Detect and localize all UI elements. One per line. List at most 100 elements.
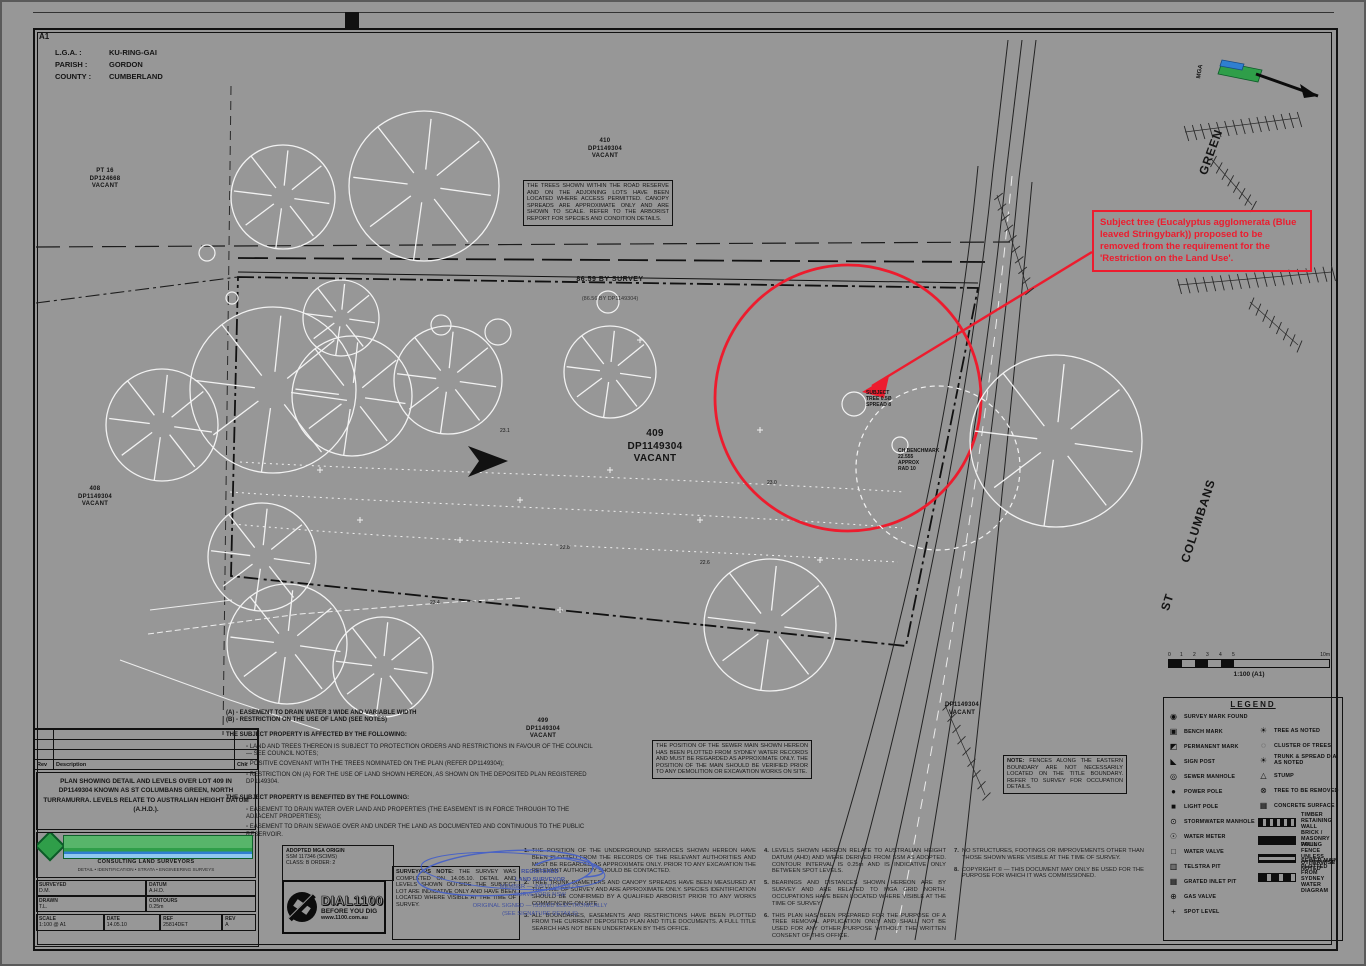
- note-box-sewer: THE POSITION OF THE SEWER MAIN SHOWN HER…: [652, 740, 812, 779]
- dial-line3: www.1100.com.au: [321, 915, 368, 921]
- notes-column-2: 4.LEVELS SHOWN HEREON RELATE TO AUSTRALI…: [764, 848, 946, 945]
- note-box-fences-title: NOTE:: [1007, 758, 1025, 764]
- parish-label: PARISH :: [55, 60, 88, 69]
- bench-mark-icon: ▣: [1169, 726, 1178, 736]
- county-value: CUMBERLAND: [109, 72, 163, 81]
- scale-bar: 0 1 2 3 4 5 10m 1:100 (A1): [1168, 652, 1330, 678]
- spot-level-icon: +: [1171, 906, 1176, 916]
- concrete-icon: ▦: [1259, 800, 1268, 810]
- easement-a: (A) - EASEMENT TO DRAIN WATER 3 WIDE AND…: [226, 710, 417, 716]
- gas-valve-icon: ⊕: [1170, 891, 1177, 901]
- legend-item: ◌CLUSTER OF TREES: [1258, 738, 1339, 753]
- sign-post-icon: ◣: [1170, 756, 1177, 766]
- company-logo: [37, 833, 66, 862]
- plan-header-block: L.G.A. : KU-RING-GAI PARISH : GORDON COUNT…: [55, 48, 163, 81]
- parish-value: GORDON: [109, 60, 143, 69]
- spot-level: 23.1: [500, 428, 510, 434]
- affected-item: ▫ POSITIVE COVENANT WITH THE TREES NOMIN…: [246, 761, 504, 768]
- dial-line2: BEFORE YOU DIG: [321, 908, 378, 915]
- rev-header-desc: Description: [53, 759, 235, 770]
- note-item: 8.COPYRIGHT © — THIS DOCUMENT MAY ONLY B…: [954, 866, 1144, 880]
- affected-item: ▫ LAND AND TREES THEREON IS SUBJECT TO P…: [246, 744, 593, 758]
- dial-line1: DIAL1100: [321, 893, 384, 909]
- no-dig-icon: [287, 892, 317, 922]
- scale-bar-graphic: [1168, 659, 1330, 668]
- legend-item: +SPOT LEVEL: [1168, 904, 1254, 919]
- stormwater-manhole-icon: ⊙: [1170, 816, 1177, 826]
- benefited-item: ▫ EASEMENT TO DRAIN WATER OVER LAND AND …: [246, 806, 570, 821]
- spot-level: 22.6: [700, 560, 710, 566]
- stamp-line2: LAND SURVEYOR: [514, 876, 566, 883]
- mga-origin-box: ADOPTED MGA ORIGIN SSM 117346 (SCIMS) CL…: [282, 845, 394, 881]
- legend-item: ▣BENCH MARK: [1169, 726, 1223, 736]
- legend-item: ◎SEWER MANHOLE: [1170, 771, 1236, 781]
- water-valve-icon: □: [1171, 846, 1176, 856]
- notes-column-3: 7.NO STRUCTURES, FOOTINGS OR IMPROVEMENT…: [954, 848, 1144, 885]
- lga-value: KU-RING-GAI: [109, 48, 157, 57]
- company-subline: DETAIL • IDENTIFICATION • STRATA • ENGIN…: [77, 867, 215, 872]
- legend-left-column: ◉SURVEY MARK FOUND ▣BENCH MARK ◩PERMANEN…: [1168, 709, 1255, 919]
- water-meter-icon: ☉: [1169, 831, 1178, 841]
- affected-heading: THE SUBJECT PROPERTY IS AFFECTED BY THE …: [226, 732, 407, 738]
- annotation-text: Subject tree (Eucalyptus agglomerata (Bl…: [1100, 217, 1297, 264]
- tree-removed-icon: ⊗: [1260, 785, 1267, 795]
- rev-header-rev: Rev: [34, 759, 54, 770]
- county-label: COUNTY :: [55, 72, 92, 81]
- telstra-pit-icon: ▥: [1169, 861, 1178, 871]
- company-tagline: CONSULTING LAND SURVEYORS: [97, 859, 195, 865]
- note-box-surveyors: SURVEYORS NOTE: THE SURVEY WAS COMPLETED…: [392, 866, 520, 940]
- note-box-trees: THE TREES SHOWN WITHIN THE ROAD RESERVE …: [523, 180, 673, 226]
- stamp-line3: MEMBER — INSTITUTION OF: [499, 884, 581, 891]
- note-item: 1.THE POSITION OF THE UNDERGROUND SERVIC…: [524, 848, 756, 875]
- lga-label: L.G.A. :: [55, 48, 82, 57]
- sewer-main-icon: [1258, 872, 1296, 882]
- scale-ratio: 1:100 (A1): [1233, 671, 1265, 678]
- legend-item: ●POWER POLE: [1168, 784, 1254, 799]
- legend-item: BRICK / MASONRY WALL: [1258, 830, 1339, 849]
- stamp-line1: REGISTERED: [521, 869, 559, 875]
- legend-item: ☉WATER METER: [1169, 831, 1226, 841]
- affected-item: ▫ RESTRICTION ON (A) FOR THE USE OF LAND…: [246, 771, 587, 785]
- spot-level: 23.4: [430, 600, 440, 606]
- note-item: 2.TREE TRUNK DIAMETERS AND CANOPY SPREAD…: [524, 880, 756, 907]
- note-item: 7.NO STRUCTURES, FOOTINGS OR IMPROVEMENT…: [954, 848, 1144, 861]
- legend-item: SEWER MAIN PLOTTED FROM SYDNEY WATER DIA…: [1258, 858, 1339, 894]
- brick-wall-icon: [1258, 835, 1296, 845]
- sewer-manhole-icon: ◎: [1170, 771, 1177, 781]
- tree-cluster-icon: ◌: [1261, 740, 1266, 750]
- dimension-top-sub: (86.56 BY DP1149304): [581, 296, 639, 302]
- power-pole-icon: ●: [1171, 786, 1176, 796]
- spot-level: 22.8: [560, 545, 570, 551]
- sheet-border-inner: [37, 32, 1332, 945]
- spot-level: 23.0: [767, 480, 777, 486]
- legend-item: ▦GRATED INLET PIT: [1169, 876, 1237, 886]
- company-logo-band: CONSULTING LAND SURVEYORS DETAIL • IDENT…: [36, 832, 256, 878]
- stamp-line4: SURVEYORS NSW: [514, 891, 566, 898]
- legend-item: ◣SIGN POST: [1168, 754, 1254, 769]
- note-box-fences: NOTE: FENCES ALONG THE EASTERN BOUNDARY …: [1003, 755, 1127, 794]
- tree-icon: ☀: [1259, 725, 1268, 735]
- restrictions-block: (A) - EASEMENT TO DRAIN WATER 3 WIDE AND…: [226, 710, 596, 839]
- legend-right-column: ☀TREE AS NOTED ◌CLUSTER OF TREES ☀TRUNK …: [1258, 709, 1339, 919]
- legend-item: ■LIGHT POLE: [1168, 799, 1254, 814]
- stamp-caption1: ORIGINAL SIGNED — ISSUED ELECTRONICALLY: [472, 903, 608, 910]
- sheet-tab: [345, 12, 359, 29]
- logo-landscape: [63, 835, 253, 859]
- benefited-heading: THE SUBJECT PROPERTY IS BENEFITED BY THE…: [226, 794, 410, 801]
- legend-item: □WATER VALVE: [1168, 844, 1254, 859]
- legend-item: ⊙STORMWATER MANHOLE: [1168, 814, 1254, 829]
- surveyor-stamp: REGISTERED LAND SURVEYOR MEMBER — INSTIT…: [385, 849, 655, 918]
- tree-dia-icon: ☀: [1259, 755, 1268, 765]
